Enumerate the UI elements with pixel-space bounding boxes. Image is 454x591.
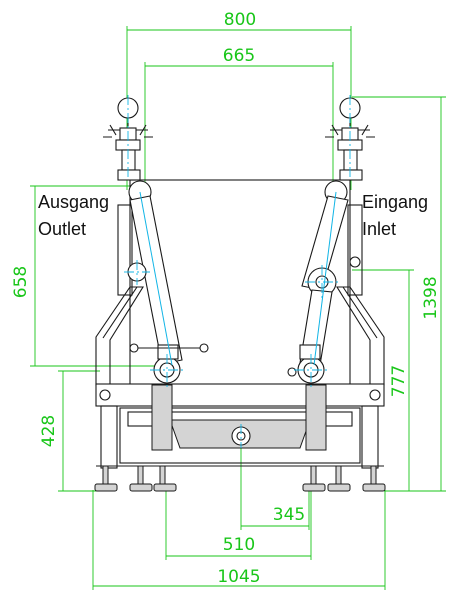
pump-frame <box>95 179 385 469</box>
inlet-label-de: Eingang <box>362 192 428 212</box>
dimension-width-body: 665 <box>223 46 255 66</box>
outlet-pipe <box>103 97 209 384</box>
outlet-label-en: Outlet <box>38 219 86 239</box>
dimension-height-outlet: 658 <box>11 266 31 298</box>
inlet-label-en: Inlet <box>362 219 396 239</box>
centerlines <box>124 95 351 448</box>
dimension-height-frame: 428 <box>39 415 59 447</box>
dimension-width-total: 800 <box>224 10 256 30</box>
dimension-width-feet-outer: 1045 <box>217 567 260 587</box>
dimension-height-inlet: 777 <box>389 365 409 397</box>
dimension-width-feet-mid: 510 <box>223 535 255 555</box>
dimension-lines <box>30 26 446 590</box>
levelling-feet <box>94 465 386 492</box>
dimension-width-feet-inner: 345 <box>273 505 305 525</box>
dimension-height-total: 1398 <box>421 276 441 319</box>
outlet-label-de: Ausgang <box>38 192 109 212</box>
